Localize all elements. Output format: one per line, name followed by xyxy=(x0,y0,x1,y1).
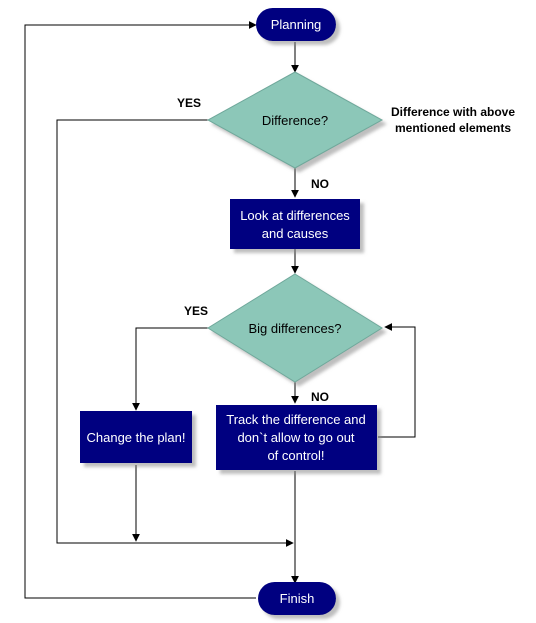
terminal-shape xyxy=(256,8,336,41)
process-shape xyxy=(230,199,360,249)
edge-label-no-1: NO xyxy=(311,177,329,191)
process-shape xyxy=(216,405,377,470)
finish-label: Finish xyxy=(280,591,315,606)
track-label-line2: don`t allow to go out xyxy=(237,430,354,445)
edge-label-yes-2: YES xyxy=(184,304,208,318)
node-big: Big differences? xyxy=(207,273,383,383)
edge-label-no-2: NO xyxy=(311,390,329,404)
node-track: Track the difference and don`t allow to … xyxy=(216,405,377,470)
change-label: Change the plan! xyxy=(86,430,185,445)
node-finish: Finish xyxy=(258,582,336,615)
terminal-shape xyxy=(258,582,336,615)
look-label-line2: and causes xyxy=(262,226,329,241)
edge-difference-merge xyxy=(56,119,294,547)
process-shape xyxy=(80,411,192,463)
edge-label-yes-1: YES xyxy=(177,96,201,110)
edge-big-change xyxy=(132,327,208,411)
edge-finish-planning xyxy=(24,21,257,599)
annotation-line2: mentioned elements xyxy=(395,121,511,135)
difference-label: Difference? xyxy=(262,113,328,128)
planning-label: Planning xyxy=(271,17,322,32)
edge-track-loop xyxy=(378,323,416,438)
decision-shape xyxy=(207,273,383,383)
big-label: Big differences? xyxy=(249,321,342,336)
track-label-line1: Track the difference and xyxy=(226,412,365,427)
node-planning: Planning xyxy=(256,8,336,41)
decision-shape xyxy=(206,71,384,169)
track-label-line3: of control! xyxy=(267,448,324,463)
node-look: Look at differences and causes xyxy=(230,199,360,249)
node-change: Change the plan! xyxy=(80,411,192,463)
node-difference: Difference? xyxy=(206,71,384,169)
annotation-line1: Difference with above xyxy=(391,105,515,119)
look-label-line1: Look at differences xyxy=(240,208,350,223)
connectors xyxy=(24,21,416,599)
